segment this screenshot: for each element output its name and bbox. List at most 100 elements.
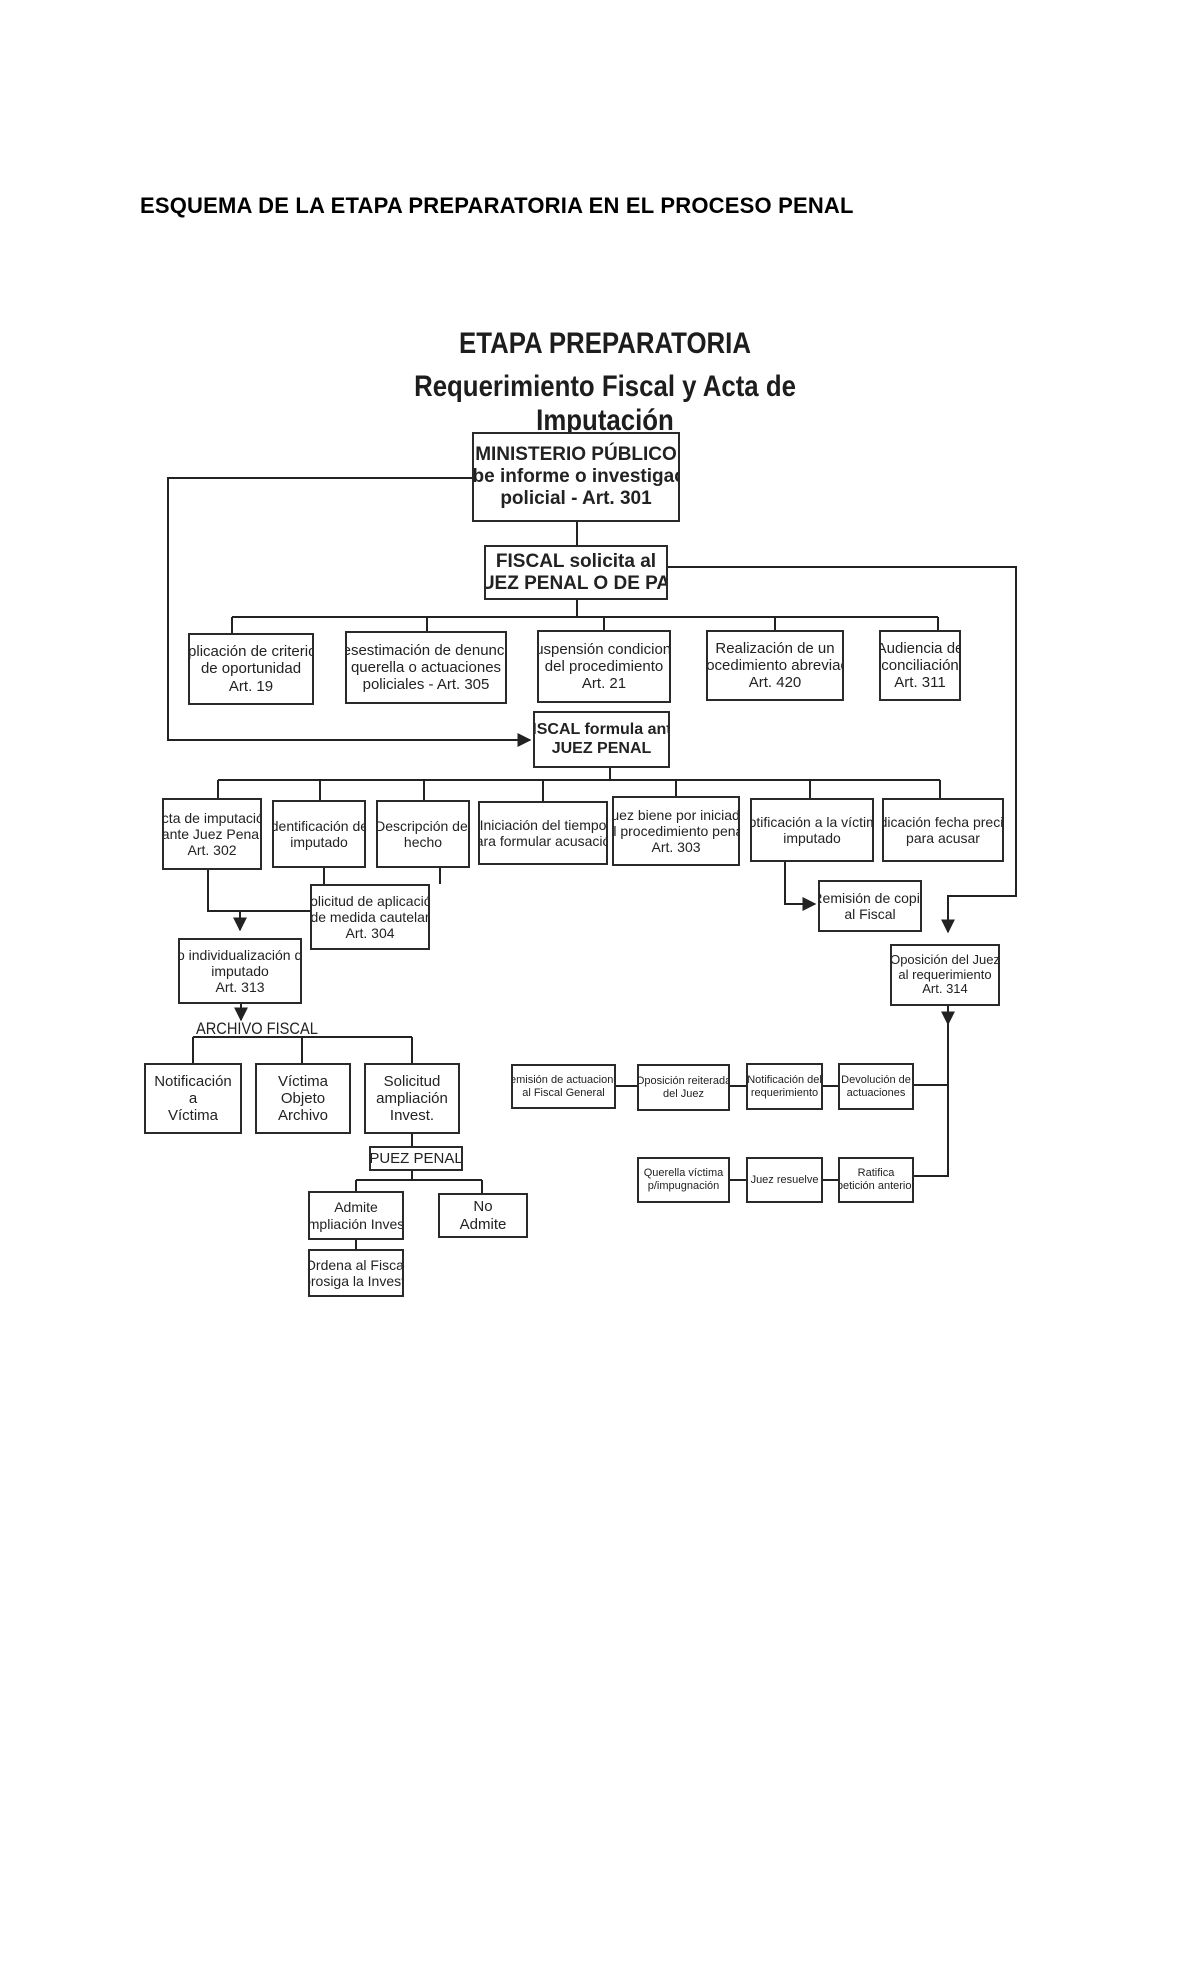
- devolucion-actuaciones-box: Devolución de actuaciones: [838, 1063, 914, 1110]
- notif-a-victima-line-1: Notificación: [154, 1072, 232, 1090]
- medida-cautelar-line-1: Solicitud de aplicación: [310, 892, 428, 909]
- oposicion-reiterada-box: Oposición reiterada del Juez: [637, 1064, 730, 1111]
- querella-victima-box: Querella víctima p/impugnación: [637, 1157, 730, 1203]
- criterios-line-2: de oportunidad: [200, 660, 302, 678]
- juez-iniciado-line-2: el procedimiento penal: [612, 822, 740, 839]
- remision-actuaciones-line-2: al Fiscal General: [522, 1086, 605, 1099]
- notif-a-victima-line-3: Víctima: [167, 1107, 218, 1125]
- devolucion-line-1: Devolución de: [841, 1073, 911, 1086]
- notificacion-a-victima-box: Notificación a Víctima: [144, 1063, 242, 1134]
- fiscal-formula-line-1: FISCAL formula ante: [533, 721, 668, 739]
- suspension-line-3: Art. 21: [581, 675, 627, 693]
- no-individualizacion-line-2: imputado: [211, 962, 269, 979]
- juez-iniciado-line-3: Art. 303: [651, 839, 701, 856]
- oposicion-reiterada-line-2: del Juez: [663, 1087, 704, 1100]
- desestimacion-box: Desestimación de denuncia, querella o ac…: [345, 631, 507, 704]
- ministerio-line-3: policial - Art. 301: [500, 487, 652, 509]
- page-heading: ESQUEMA DE LA ETAPA PREPARATORIA EN EL P…: [140, 193, 854, 218]
- identificacion-line-2: imputado: [290, 834, 348, 850]
- abreviado-line-3: Art. 420: [748, 674, 802, 692]
- criterios-oportunidad-box: Aplicación de criterios de oportunidad A…: [188, 633, 314, 705]
- ministerio-line-2: recibe informe o investigación: [472, 466, 678, 488]
- abreviado-line-1: Realización de un: [715, 639, 835, 657]
- remision-actuaciones-box: Remisión de actuaciones al Fiscal Genera…: [511, 1064, 616, 1109]
- descripcion-hecho-box: Descripción del hecho: [376, 800, 470, 868]
- notificacion-requerimiento-box: Notificación del requerimiento: [746, 1063, 823, 1110]
- juez-resuelve-box: Juez resuelve: [746, 1157, 823, 1203]
- oposicion-line-3: Art. 314: [922, 981, 968, 997]
- notificacion-victima-line-1: Notificación a la víctima: [752, 813, 872, 830]
- iniciacion-line-1: Iniciación del tiempo: [479, 816, 607, 833]
- indicacion-fecha-box: Indicación fecha precisa para acusar: [882, 798, 1004, 862]
- querella-line-2: p/impugnación: [647, 1180, 720, 1192]
- archivo-fiscal-label: ARCHIVO FISCAL: [196, 1019, 318, 1038]
- audiencia-line-3: Art. 311: [894, 674, 946, 692]
- audiencia-line-1: Audiencia de: [879, 639, 961, 657]
- puez-penal-box: PUEZ PENAL: [369, 1146, 463, 1171]
- juez-resuelve-label: Juez resuelve: [750, 1173, 819, 1186]
- acta-line-3: Art. 302: [187, 842, 237, 859]
- oposicion-juez-box: Oposición del Juez al requerimiento Art.…: [890, 944, 1000, 1006]
- procedimiento-abreviado-box: Realización de un procedimiento abreviad…: [706, 630, 844, 701]
- notif-requerimiento-line-1: Notificación del: [747, 1073, 822, 1086]
- suspension-box: Suspensión condicional del procedimiento…: [537, 630, 671, 703]
- iniciacion-line-2: para formular acusación: [480, 833, 606, 849]
- acta-line-2: ante Juez Penal: [162, 825, 262, 842]
- ministerio-publico-box: MINISTERIO PÚBLICO recibe informe o inve…: [472, 432, 680, 522]
- ordena-fiscal-box: Ordena al Fiscal prosiga la Invest.: [308, 1249, 404, 1297]
- victima-objeto-line-3: Archivo: [277, 1107, 329, 1125]
- puez-penal-label: PUEZ PENAL: [369, 1149, 463, 1167]
- criterios-line-3: Art. 19: [228, 677, 274, 695]
- indicacion-fecha-line-2: para acusar: [906, 830, 980, 846]
- admite-line-2: ampliación Invest.: [308, 1215, 404, 1232]
- medida-cautelar-box: Solicitud de aplicación de medida cautel…: [310, 884, 430, 950]
- acta-imputacion-box: Acta de imputación ante Juez Penal Art. …: [162, 798, 262, 870]
- fiscal-formula-box: FISCAL formula ante JUEZ PENAL: [533, 711, 670, 768]
- admite-ampliacion-box: Admite ampliación Invest.: [308, 1191, 404, 1240]
- solicitud-ampliacion-box: Solicitud ampliación Invest.: [364, 1063, 460, 1134]
- solicitud-ampliacion-line-3: Invest.: [389, 1107, 435, 1125]
- notif-requerimiento-line-2: requerimiento: [750, 1086, 819, 1099]
- querella-line-1: Querella víctima: [643, 1167, 724, 1180]
- desestimacion-line-1: Desestimación de denuncia,: [347, 641, 505, 659]
- no-admite-line-2: Admite: [459, 1215, 507, 1233]
- remision-copia-box: Remisión de copia al Fiscal: [818, 880, 922, 932]
- suspension-line-1: Suspensión condicional: [539, 640, 671, 658]
- victima-objeto-archivo-box: Víctima Objeto Archivo: [255, 1063, 351, 1134]
- remision-copia-line-2: al Fiscal: [844, 906, 896, 922]
- remision-copia-line-1: Remisión de copia: [818, 889, 922, 906]
- ratifica-line-1: Ratifica: [857, 1167, 895, 1180]
- fiscal-solicita-box: FISCAL solicita al JUEZ PENAL O DE PAZ: [484, 545, 668, 600]
- ordena-line-2: prosiga la Invest.: [308, 1273, 404, 1289]
- no-individualizacion-line-3: Art. 313: [215, 979, 265, 996]
- audiencia-line-2: conciliación: [881, 656, 959, 674]
- no-admite-line-1: No: [473, 1198, 493, 1216]
- admite-line-1: Admite: [334, 1199, 378, 1216]
- juez-iniciado-box: Juez biene por iniciado el procedimiento…: [612, 796, 740, 866]
- no-admite-box: No Admite: [438, 1193, 528, 1238]
- juez-iniciado-line-1: Juez biene por iniciado: [612, 806, 740, 823]
- solicitud-ampliacion-line-2: ampliación: [376, 1089, 448, 1107]
- iniciacion-tiempo-box: Iniciación del tiempo para formular acus…: [478, 801, 608, 865]
- ministerio-line-1: MINISTERIO PÚBLICO: [475, 444, 677, 466]
- ratifica-line-2: petición anterior: [838, 1180, 914, 1192]
- oposicion-line-2: al requerimiento: [898, 966, 992, 982]
- identificacion-line-1: Identificación del: [272, 817, 366, 834]
- identificacion-imputado-box: Identificación del imputado: [272, 800, 366, 868]
- suspension-line-2: del procedimiento: [544, 657, 664, 675]
- fiscal-solicita-line-1: FISCAL solicita al: [495, 550, 657, 572]
- diagram-subtitle: Requerimiento Fiscal y Acta de Imputació…: [414, 370, 796, 437]
- audiencia-conciliacion-box: Audiencia de conciliación Art. 311: [879, 630, 961, 701]
- oposicion-line-1: Oposición del Juez: [890, 951, 1000, 967]
- criterios-line-1: Aplicación de criterios: [188, 643, 312, 661]
- oposicion-reiterada-line-1: Oposición reiterada: [637, 1074, 730, 1087]
- ratifica-peticion-box: Ratifica petición anterior: [838, 1157, 914, 1203]
- notif-a-victima-line-2: a: [188, 1089, 198, 1107]
- no-individualizacion-box: No individualización del imputado Art. 3…: [178, 938, 302, 1004]
- diagram-title: ETAPA PREPARATORIA: [459, 327, 751, 360]
- ordena-line-1: Ordena al Fiscal: [308, 1256, 404, 1273]
- victima-objeto-line-2: Objeto: [280, 1089, 326, 1107]
- abreviado-line-2: procedimiento abreviado: [706, 656, 842, 674]
- devolucion-line-2: actuaciones: [846, 1086, 906, 1099]
